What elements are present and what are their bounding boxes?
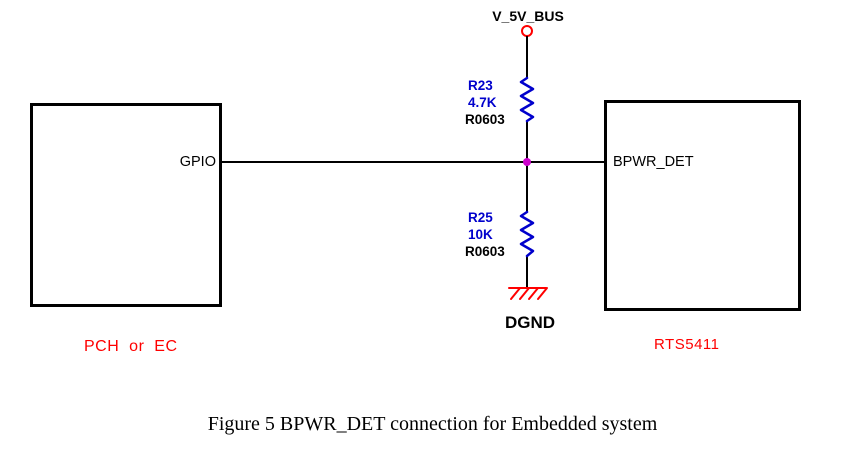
power-node-icon <box>521 25 533 37</box>
gpio-pin-label: GPIO <box>179 154 216 170</box>
rts5411-block-name: RTS5411 <box>654 336 720 353</box>
ground-net-label: DGND <box>504 313 556 332</box>
r25-refdes-label: R25 <box>468 210 493 225</box>
figure-caption: Figure 5 BPWR_DET connection for Embedde… <box>207 413 658 435</box>
r25-value-label: 10K <box>468 227 493 242</box>
bpwr-det-pin-label: BPWR_DET <box>613 154 694 170</box>
pch-ec-block-name: PCH or EC <box>84 338 178 355</box>
resistor-icon-r25 <box>519 210 535 258</box>
r25-footprint-label: R0603 <box>465 244 505 259</box>
rts5411-block-outline <box>604 100 801 311</box>
r23-value-label: 4.7K <box>468 95 497 110</box>
ground-icon <box>508 287 548 300</box>
junction-dot-icon <box>523 158 531 166</box>
resistor-icon-r23 <box>519 76 535 123</box>
power-net-label: V_5V_BUS <box>492 8 564 24</box>
r23-footprint-label: R0603 <box>465 112 505 127</box>
r23-refdes-label: R23 <box>468 78 493 93</box>
pch-ec-block-outline <box>30 103 222 307</box>
